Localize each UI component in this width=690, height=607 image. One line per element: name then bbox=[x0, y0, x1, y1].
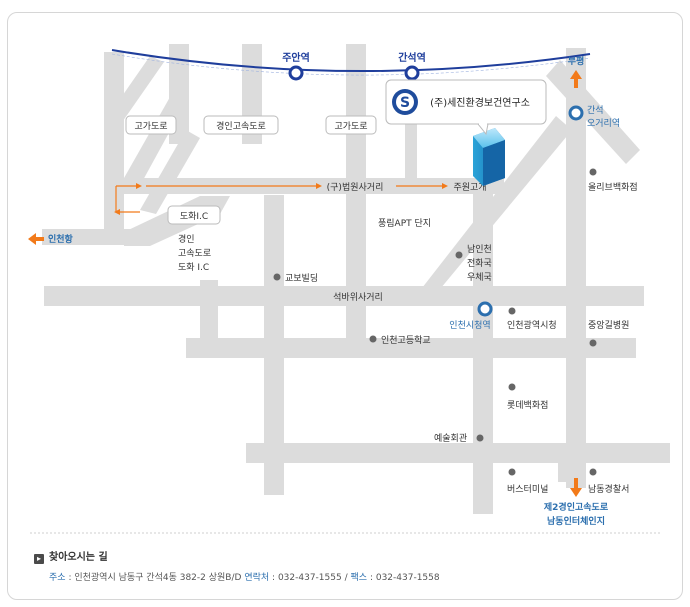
gyeongin-ic-line1: 경인 bbox=[178, 233, 195, 245]
address-line: 주소 : 인천광역시 남동구 간석4동 382-2 상원B/D 연락처 : 03… bbox=[49, 573, 440, 583]
svg-text:풍림APT 단지: 풍림APT 단지 bbox=[378, 217, 431, 229]
svg-text:올리브백화점: 올리브백화점 bbox=[588, 181, 638, 193]
highway-2nd-line2: 남동인터체인지 bbox=[547, 515, 605, 527]
label-godado-1: 고가도로 bbox=[125, 115, 177, 135]
svg-text:인천광역시청: 인천광역시청 bbox=[507, 319, 557, 331]
place-arts-hall: 예술회관 bbox=[434, 433, 484, 444]
contact-value: 032-437-1555 bbox=[277, 573, 342, 583]
station-label: 주안역 bbox=[282, 51, 310, 64]
poi-dot-icon bbox=[508, 383, 516, 391]
arrow-down-icon bbox=[570, 478, 582, 497]
poi-dot-icon bbox=[589, 339, 597, 347]
company-building bbox=[473, 128, 505, 186]
road-network bbox=[42, 44, 670, 514]
poi-dot-icon bbox=[369, 335, 377, 343]
place-namincheon: 남인천 전화국 우체국 bbox=[455, 244, 492, 283]
place-chungang-hospital: 중앙길병원 bbox=[588, 319, 629, 347]
station-marker-icon bbox=[288, 65, 304, 81]
bupyeong-label: 부평 bbox=[568, 55, 585, 67]
place-bus-terminal: 버스터미널 bbox=[507, 468, 548, 495]
place-kyobo: 교보빌딩 bbox=[273, 273, 318, 284]
address-label: 주소 bbox=[49, 573, 66, 583]
svg-text:고가도로: 고가도로 bbox=[134, 121, 167, 132]
svg-text:교보빌딩: 교보빌딩 bbox=[285, 273, 318, 284]
station-ganseok-ogeori[interactable]: 간석 오거리역 bbox=[568, 105, 620, 129]
company-callout[interactable]: S (주)세진환경보건연구소 bbox=[385, 79, 547, 136]
bupyeong-direction: 부평 bbox=[568, 55, 585, 88]
company-name: (주)세진환경보건연구소 bbox=[430, 96, 530, 109]
label-godado-2: 고가도로 bbox=[325, 115, 377, 135]
svg-text:인천고등학교: 인천고등학교 bbox=[381, 335, 431, 346]
place-high-school: 인천고등학교 bbox=[369, 335, 431, 346]
place-pungrim: 풍림APT 단지 bbox=[378, 217, 431, 229]
svg-text:중앙길병원: 중앙길병원 bbox=[588, 319, 629, 331]
svg-text:도화I.C: 도화I.C bbox=[180, 211, 208, 222]
contact-label: 연락처 bbox=[244, 573, 270, 583]
poi-dot-icon bbox=[589, 468, 597, 476]
arrow-left-icon bbox=[28, 233, 44, 245]
poi-dot-icon bbox=[508, 468, 516, 476]
place-markers: 교보빌딩 풍림APT 단지 남인천 전화국 우체국 올리브백화점 인천광역시청 … bbox=[273, 168, 638, 495]
fax-label: 팩스 bbox=[350, 573, 368, 583]
svg-text:고가도로: 고가도로 bbox=[334, 121, 367, 132]
station-label-line1: 간석 bbox=[587, 105, 604, 116]
svg-text:전화국: 전화국 bbox=[467, 258, 492, 269]
svg-text:롯데백화점: 롯데백화점 bbox=[507, 399, 548, 411]
incheon-port-label: 인천항 bbox=[48, 233, 74, 245]
gyeongin-ic-line2: 고속도로 bbox=[178, 248, 211, 259]
poi-dot-icon bbox=[589, 168, 597, 176]
svg-text:예술회관: 예술회관 bbox=[434, 433, 467, 444]
juwon-gogae-label: 주원고개 bbox=[453, 182, 486, 193]
station-marker-icon bbox=[568, 105, 584, 121]
station-label: 인천시청역 bbox=[449, 320, 490, 331]
svg-text:버스터미널: 버스터미널 bbox=[507, 484, 548, 495]
svg-text:우체국: 우체국 bbox=[467, 272, 492, 283]
station-juan[interactable]: 주안역 bbox=[282, 51, 310, 81]
arrow-right-icon: ▸ bbox=[34, 554, 44, 564]
incheon-port-direction: 인천항 bbox=[28, 233, 74, 245]
svg-text:남동경찰서: 남동경찰서 bbox=[588, 483, 629, 495]
beobwon-sageori-label: (구)법원사거리 bbox=[327, 182, 384, 193]
station-incheon-city-hall[interactable]: 인천시청역 bbox=[449, 301, 493, 331]
label-dohwa-ic: 도화I.C bbox=[167, 205, 221, 225]
poi-dot-icon bbox=[273, 273, 281, 281]
place-olive-department: 올리브백화점 bbox=[588, 168, 638, 193]
label-gyeongin-highway: 경인고속도로 bbox=[203, 115, 279, 135]
svg-text:경인고속도로: 경인고속도로 bbox=[216, 120, 266, 132]
company-logo-letters: S bbox=[400, 95, 410, 111]
highway-2nd-direction: 제2경인고속도로 남동인터체인지 bbox=[544, 478, 609, 527]
station-marker-icon bbox=[477, 301, 493, 317]
station-ganseok[interactable]: 간석역 bbox=[398, 51, 426, 81]
gyeongin-ic-line3: 도화 I.C bbox=[178, 262, 209, 273]
address-value: 인천광역시 남동구 간석4동 382-2 상원B/D bbox=[74, 573, 242, 583]
svg-text:남인천: 남인천 bbox=[467, 244, 492, 255]
route-arrows bbox=[114, 183, 448, 215]
place-namdong-police: 남동경찰서 bbox=[588, 468, 629, 495]
station-label-line2: 오거리역 bbox=[587, 118, 620, 129]
directions-title: ▸찾아오시는 길 bbox=[34, 548, 108, 564]
place-city-hall: 인천광역시청 bbox=[507, 307, 557, 331]
poi-dot-icon bbox=[508, 307, 516, 315]
highway-2nd-line1: 제2경인고속도로 bbox=[544, 501, 609, 513]
poi-dot-icon bbox=[455, 251, 463, 259]
seokbawi-sageori-label: 석바위사거리 bbox=[333, 292, 383, 303]
place-lotte: 롯데백화점 bbox=[507, 383, 548, 411]
station-label: 간석역 bbox=[398, 51, 426, 64]
subway-line bbox=[111, 49, 591, 73]
poi-dot-icon bbox=[476, 434, 484, 442]
station-marker-icon bbox=[404, 65, 420, 81]
fax-value: 032-437-1558 bbox=[375, 573, 440, 583]
arrow-up-icon bbox=[570, 70, 582, 88]
